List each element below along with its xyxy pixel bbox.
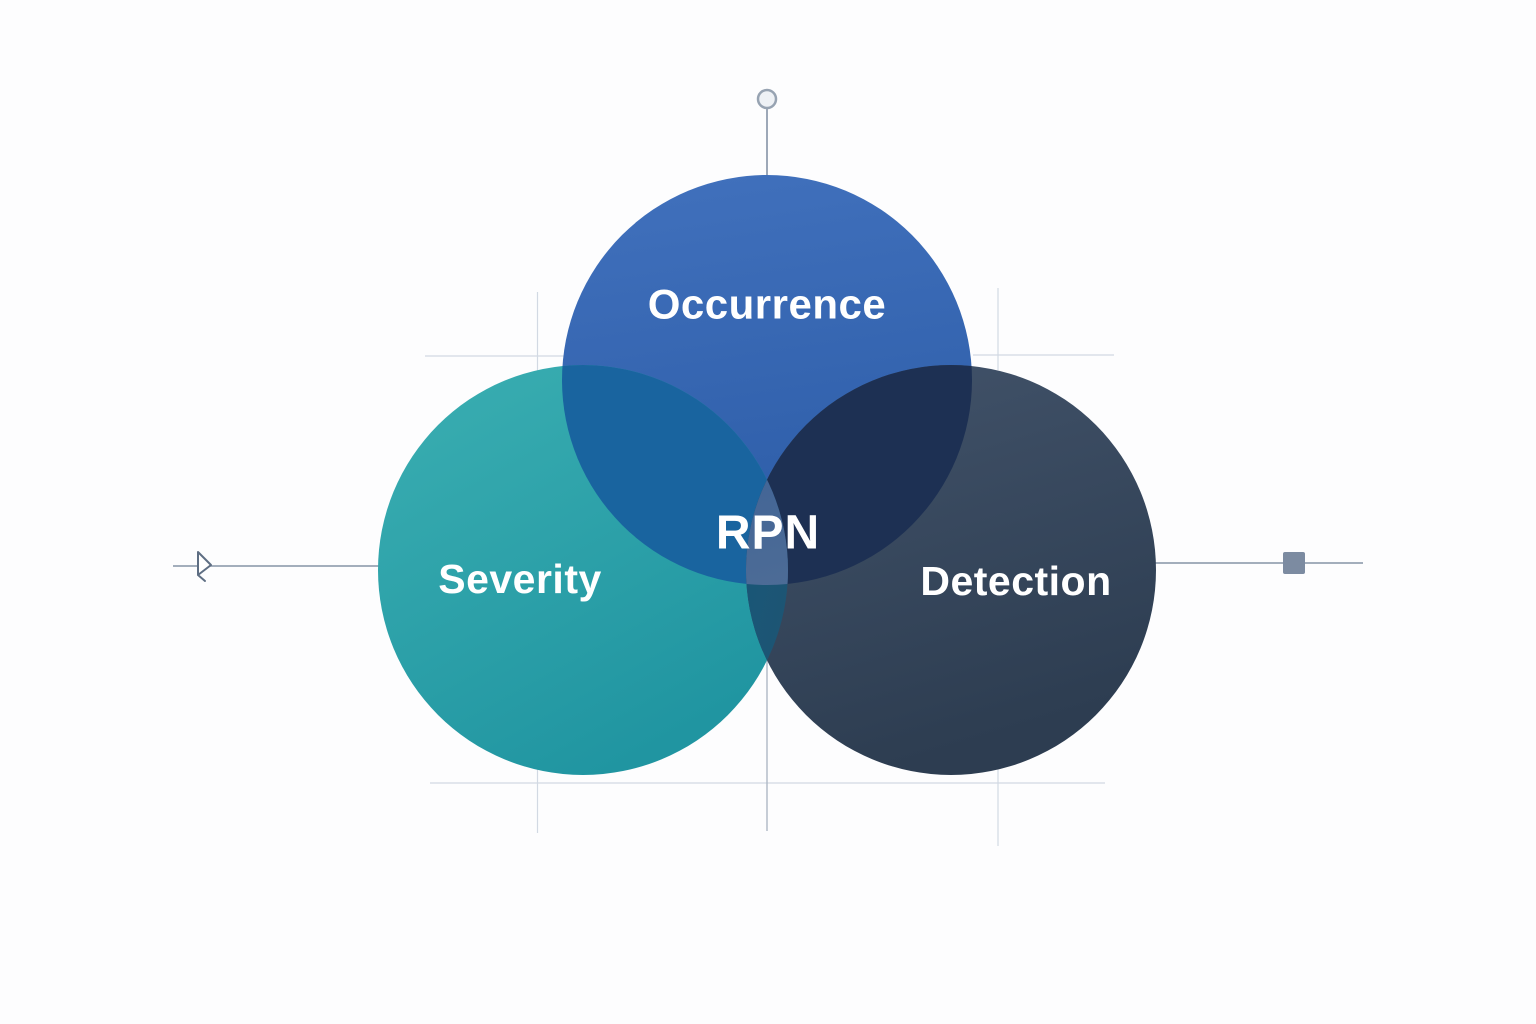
rpn-center-label: RPN bbox=[716, 507, 820, 560]
severity-label: Severity bbox=[438, 556, 602, 602]
circle-handle-icon[interactable] bbox=[756, 88, 778, 110]
arrow-handle-icon[interactable] bbox=[197, 551, 212, 582]
square-handle-icon[interactable] bbox=[1283, 552, 1305, 574]
occurrence-label: Occurrence bbox=[648, 281, 886, 328]
alignment-guides bbox=[173, 109, 1363, 846]
detection-label: Detection bbox=[920, 558, 1111, 604]
